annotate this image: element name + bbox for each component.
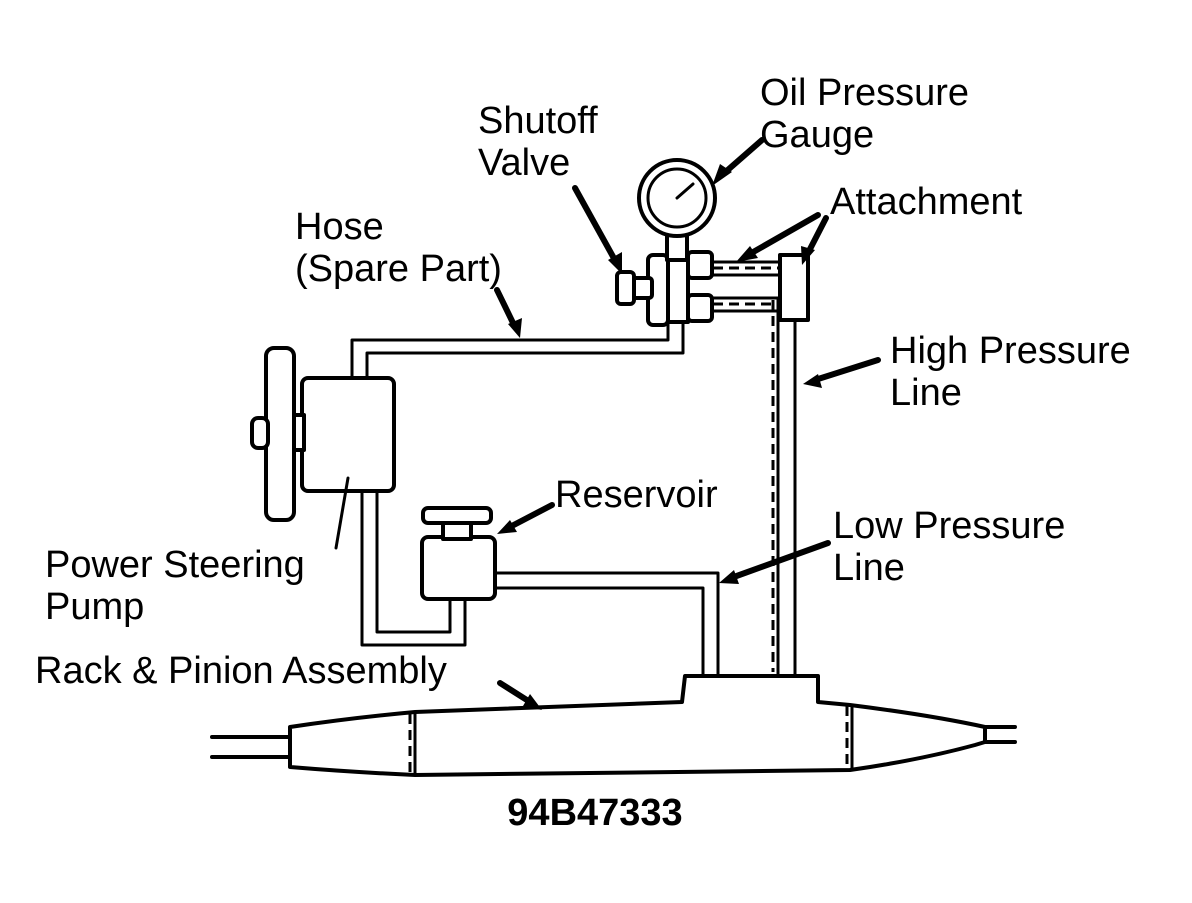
hose-label-2: (Spare Part): [295, 248, 502, 290]
reservoir-label: Reservoir: [555, 474, 718, 516]
low-pressure-arrow: [728, 540, 831, 581]
power-steering-pump-label-1: Power Steering: [45, 544, 305, 586]
oil-pressure-gauge-label-2: Gauge: [760, 114, 874, 156]
pulley-hub: [250, 416, 270, 450]
reservoir: [420, 506, 497, 601]
tee-body: [666, 256, 690, 324]
oil-pressure-gauge-label-1: Oil Pressure: [760, 72, 969, 114]
figure-code: 94B47333: [507, 792, 682, 834]
low-pressure-label-1: Low Pressure: [833, 505, 1065, 547]
high-pressure-arrow: [812, 357, 881, 383]
reservoir-cap: [421, 506, 493, 525]
leader-arrows: [334, 137, 881, 710]
pump-leader: [334, 476, 350, 550]
attachment-label: Attachment: [830, 181, 1023, 223]
power-steering-pump-label-2: Pump: [45, 586, 144, 628]
high-pressure-label-2: Line: [890, 372, 962, 414]
gauge-arrow: [719, 137, 765, 178]
hose-arrow: [494, 287, 518, 330]
attachment-arrow-1: [745, 212, 821, 258]
shutoff-valve-label-2: Valve: [478, 142, 570, 184]
low-pressure-line: [493, 571, 720, 678]
spare-part-hose: [350, 298, 685, 380]
attachment-fitting: [778, 253, 810, 322]
shutoff-valve-label-1: Shutoff: [478, 100, 598, 142]
hose-label-1: Hose: [295, 206, 384, 248]
shutoff-valve-knob: [615, 270, 636, 306]
reservoir-body: [420, 535, 497, 601]
reservoir-arrow: [505, 502, 555, 531]
high-pressure-label-1: High Pressure: [890, 330, 1131, 372]
power-steering-pump: [250, 346, 396, 522]
rack-pinion-assembly-label: Rack & Pinion Assembly: [35, 650, 447, 692]
rack-and-pinion-assembly: [210, 674, 1017, 777]
pump-pulley: [264, 346, 296, 522]
low-pressure-label-2: Line: [833, 547, 905, 589]
gauge-needle: [675, 182, 695, 200]
tee-upper-nut: [686, 250, 714, 280]
rack-housing: [288, 674, 987, 777]
tee-lower-nut: [686, 293, 714, 323]
valve-arrow: [572, 185, 619, 265]
gauge-assembly: [615, 158, 810, 327]
attachment-arrow-2: [805, 215, 829, 256]
high-pressure-line: [771, 298, 797, 678]
labels: Oil Pressure Gauge Shutoff Valve Attachm…: [35, 72, 1131, 834]
rack-arrow: [497, 680, 533, 705]
pump-body: [300, 376, 396, 493]
pump-return-line: [360, 488, 467, 647]
